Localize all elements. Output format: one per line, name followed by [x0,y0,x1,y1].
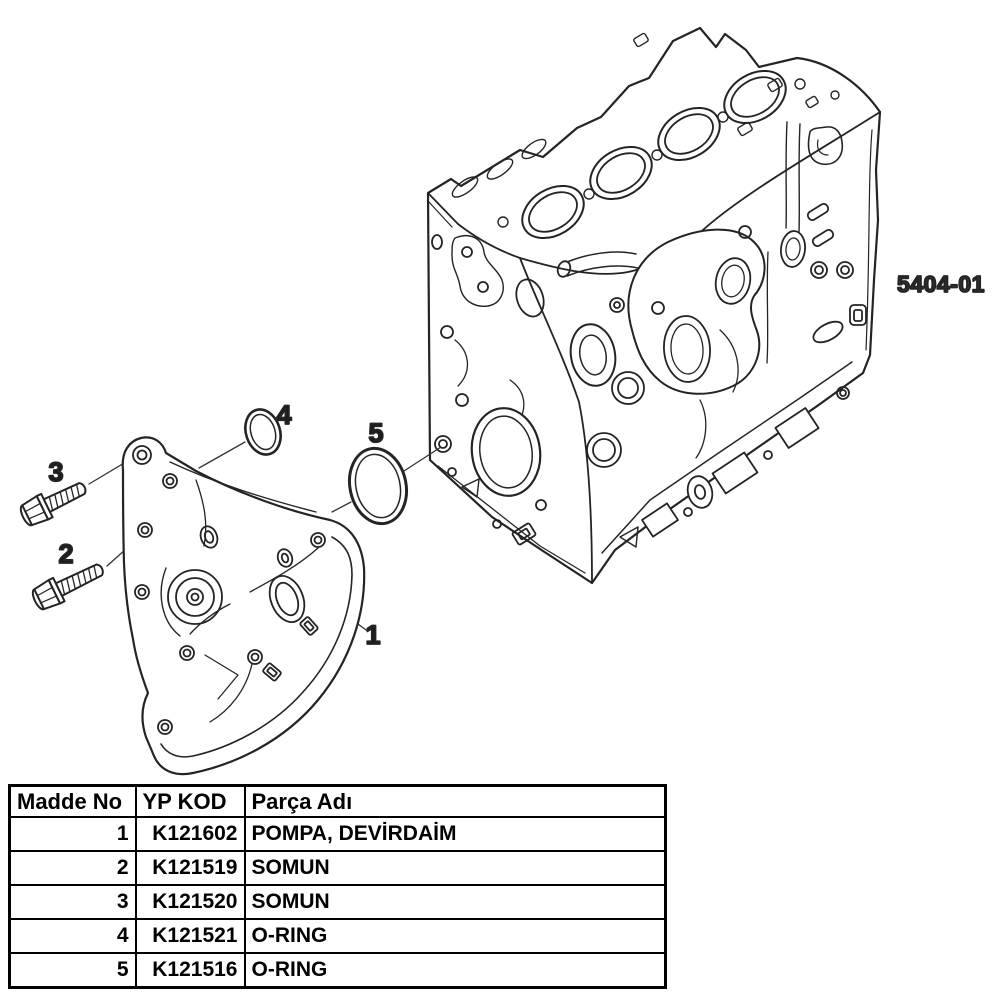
table-row: 5 K121516 O-RING [8,952,667,989]
cell-parca-adi: SOMUN [243,884,667,920]
left-face-details [431,234,586,574]
cell-yp-kod: K121516 [134,952,246,989]
cell-madde-no: 5 [8,952,137,989]
crank-seal-opening [470,407,542,497]
pump-hub [160,567,223,637]
o-ring-4-drawing [244,408,282,456]
exploded-parts-diagram: 1 2 3 4 5 5404-01 [19,26,985,776]
bottom-flange [601,361,853,554]
cell-parca-adi: O-RING [243,952,667,989]
callout-2: 2 [58,539,73,569]
table-row: 2 K121519 SOMUN [8,850,667,886]
engine-block-drawing [426,26,882,585]
cell-madde-no: 3 [8,884,137,920]
col-header-madde-no: Madde No [8,784,137,818]
top-face-details [451,32,840,228]
callout-1: 1 [365,620,380,650]
o-ring-seat-hole [434,435,452,453]
cell-parca-adi: SOMUN [243,850,667,886]
parts-table: Madde No YP KOD Parça Adı 1 K121602 POMP… [8,784,667,989]
pump-ribs [189,479,319,723]
water-pump-drawing [121,436,366,776]
cell-madde-no: 2 [8,850,137,886]
cell-yp-kod: K121521 [134,918,246,954]
cell-madde-no: 4 [8,918,137,954]
callout-3: 3 [48,457,63,487]
bolt-3-drawing [19,482,87,527]
cell-parca-adi: O-RING [243,918,667,954]
col-header-yp-kod: YP KOD [134,784,246,818]
col-header-parca-adi: Parça Adı [243,784,667,818]
front-face-details [556,121,867,468]
cell-yp-kod: K121520 [134,884,246,920]
cell-parca-adi: POMPA, DEVİRDAİM [243,816,667,852]
pump-bolt-holes [132,445,326,735]
table-row: 3 K121520 SOMUN [8,884,667,920]
cell-madde-no: 1 [8,816,137,852]
cylinder-bores [521,69,787,240]
bolt-2-drawing [31,563,104,611]
table-header-row: Madde No YP KOD Parça Adı [8,784,667,818]
table-row: 1 K121602 POMPA, DEVİRDAİM [8,816,667,852]
cell-yp-kod: K121519 [134,850,246,886]
figure-code-label: 5404-01 [897,271,985,297]
table-row: 4 K121521 O-RING [8,918,667,954]
callout-5: 5 [368,418,383,448]
o-ring-5-drawing [347,446,409,526]
callout-4: 4 [276,400,291,430]
cell-yp-kod: K121602 [134,816,246,852]
